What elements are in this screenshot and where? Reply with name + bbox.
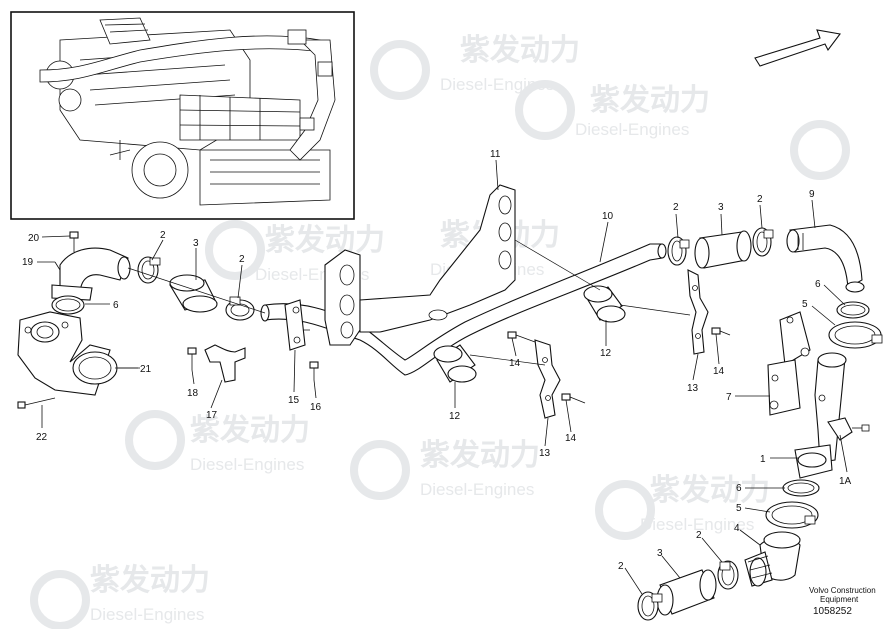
leader-lines — [37, 159, 848, 595]
callout-13: 13 — [539, 448, 551, 459]
callout-6: 6 — [815, 279, 821, 290]
clamp-2-d — [752, 227, 774, 257]
clamp-2-a — [137, 256, 161, 284]
bolt-14-b — [561, 393, 586, 404]
callout-17: 17 — [206, 410, 218, 421]
flange-15 — [284, 299, 306, 351]
callout-2: 2 — [673, 202, 679, 213]
callout-14: 14 — [509, 358, 521, 369]
bolt-20 — [69, 231, 79, 252]
engine-overview-inset — [10, 11, 355, 220]
watermark-sub: Diesel-Engines — [190, 455, 304, 474]
clamp-2-e — [717, 560, 739, 590]
watermark-sub: Diesel-Engines — [420, 480, 534, 499]
callout-2: 2 — [239, 254, 245, 265]
clamp-5-top — [828, 321, 883, 349]
watermark-logo — [30, 40, 850, 630]
flange-21 — [17, 311, 118, 396]
callout-2: 2 — [757, 194, 763, 205]
clamp-17 — [204, 344, 246, 383]
callout-5: 5 — [802, 299, 808, 310]
callout-20: 20 — [28, 233, 40, 244]
bracket-11 — [292, 184, 516, 346]
direction-arrow — [754, 29, 841, 67]
callout-15: 15 — [288, 395, 300, 406]
watermark-brand: 紫发动力 — [650, 474, 770, 507]
gasket-6-left — [51, 295, 85, 315]
bracket-13-b — [687, 269, 709, 355]
callout-6: 6 — [736, 483, 742, 494]
elbow-4 — [744, 531, 801, 587]
elbow-9 — [786, 224, 865, 293]
sleeve-3-left — [169, 274, 218, 313]
sleeve-12-b — [583, 285, 626, 323]
bolt-14-a — [507, 331, 536, 343]
watermark-sub: Diesel-Engines — [90, 605, 204, 624]
callout-1A: 1A — [839, 476, 852, 487]
watermark-brand: 紫发动力 — [460, 34, 580, 67]
callout-18: 18 — [187, 388, 199, 399]
callout-22: 22 — [36, 432, 48, 443]
footer-company: Volvo Construction — [809, 586, 876, 595]
watermark-sub: Diesel-Engines — [440, 75, 554, 94]
watermark-brand: 紫发动力 — [265, 224, 385, 257]
footer-drawing-number: 1058252 — [813, 606, 852, 617]
callout-13: 13 — [687, 383, 699, 394]
callout-1: 1 — [760, 454, 766, 465]
callout-labels: 20 19 6 21 22 2 3 2 18 17 15 16 11 10 2 … — [22, 149, 852, 572]
sleeve-3-top — [694, 230, 752, 269]
callout-7: 7 — [726, 392, 732, 403]
callout-14: 14 — [713, 366, 725, 377]
callout-14: 14 — [565, 433, 577, 444]
bracket-13-a — [534, 339, 561, 419]
callout-3: 3 — [657, 548, 663, 559]
gasket-6-top — [836, 301, 870, 319]
elbow-19 — [51, 247, 131, 301]
callout-3: 3 — [193, 238, 199, 249]
bolt-16 — [309, 361, 319, 380]
watermark-brand: 紫发动力 — [190, 414, 310, 447]
watermark-sub: Diesel-Engines — [575, 120, 689, 139]
callout-2: 2 — [160, 230, 166, 241]
clamp-5-bottom — [765, 501, 819, 529]
pipe-7 — [767, 311, 870, 479]
callout-6: 6 — [113, 300, 119, 311]
callout-12: 12 — [600, 348, 612, 359]
callout-4: 4 — [734, 523, 740, 534]
callout-11: 11 — [490, 149, 501, 160]
bolt-14-c — [711, 327, 731, 336]
clamp-2-b — [225, 296, 255, 321]
bolt-18 — [187, 347, 197, 370]
bolt-22 — [17, 397, 56, 409]
sleeve-3-bottom — [656, 569, 717, 616]
callout-10: 10 — [602, 211, 614, 222]
callout-2: 2 — [618, 561, 624, 572]
watermark-brand: 紫发动力 — [420, 439, 540, 472]
watermark-brand: 紫发动力 — [590, 84, 710, 117]
gasket-6-bottom — [782, 479, 820, 497]
footer-company-sub: Equipment — [820, 595, 859, 604]
clamp-2-f — [637, 591, 663, 621]
callout-9: 9 — [809, 189, 815, 200]
callout-2: 2 — [696, 530, 702, 541]
callout-19: 19 — [22, 257, 34, 268]
callout-12: 12 — [449, 411, 461, 422]
clamp-2-c — [667, 236, 690, 266]
callout-16: 16 — [310, 402, 322, 413]
callout-3: 3 — [718, 202, 724, 213]
watermark-brand: 紫发动力 — [90, 564, 210, 597]
callout-21: 21 — [140, 364, 152, 375]
callout-5: 5 — [736, 503, 742, 514]
footer: Volvo Construction Equipment 1058252 — [809, 586, 876, 617]
sleeve-12-a — [433, 344, 477, 383]
watermark-sub: Diesel-Engines — [640, 515, 754, 534]
